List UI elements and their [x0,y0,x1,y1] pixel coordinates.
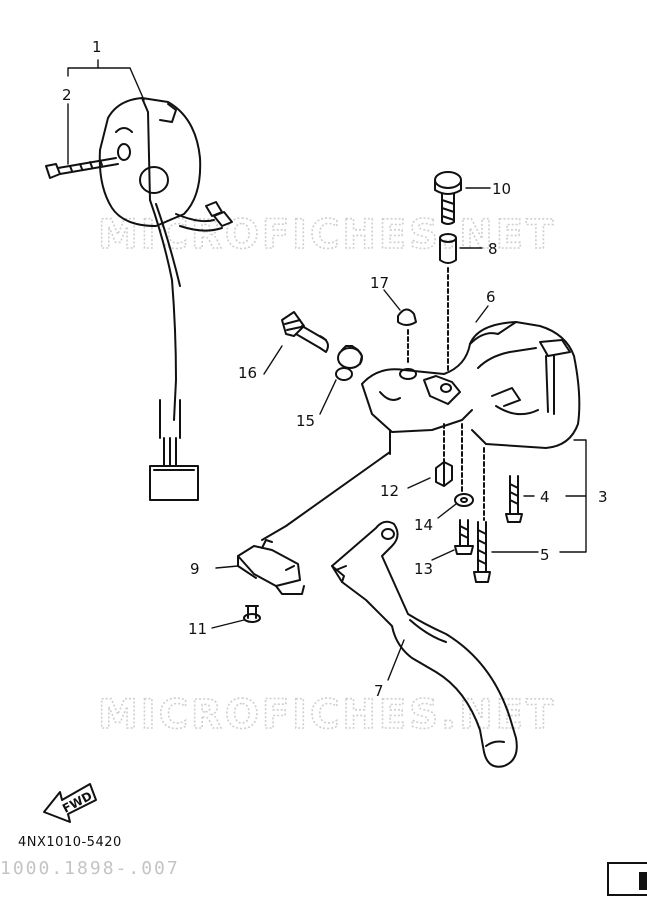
part-11-screw [243,605,261,623]
callout-10: 10 [492,180,511,198]
callout-3: 3 [598,488,608,506]
callout-13: 13 [414,560,433,578]
fwd-arrow [43,783,97,823]
callout-12: 12 [380,482,399,500]
faint-reference-text: 1000.1898-.007 [0,858,180,879]
part-10-bolt [434,171,462,225]
callouts: 1 2 3 4 5 6 7 8 9 10 11 12 13 14 15 16 1… [62,38,608,700]
fwd-label: FWD [60,789,94,816]
callout-15: 15 [296,412,315,430]
diagram-code: 4NX1010-5420 [18,835,122,850]
leader-lines [67,59,587,681]
callout-14: 14 [414,516,433,534]
callout-8: 8 [488,240,498,258]
part-9-brake-switch [237,539,305,595]
part-17-cap [397,308,417,363]
callout-5: 5 [540,546,550,564]
callout-4: 4 [540,488,550,506]
part-13-screw [454,519,474,555]
part-15-ring [335,345,363,381]
part-5-bolt [473,521,491,583]
callout-1: 1 [92,38,102,56]
part-8-collar [439,233,457,373]
callout-2: 2 [62,86,72,104]
page-corner-mark [639,872,647,890]
right-switch-housing [361,321,581,521]
callout-6: 6 [486,288,496,306]
page-corner-frame [607,862,647,896]
callout-9: 9 [190,560,200,578]
callout-16: 16 [238,364,257,382]
left-handlebar-switch [98,97,233,501]
watermark-bottom: MICROFICHES.NET [98,692,556,738]
part-12-nut [435,461,453,487]
part-4-screw [505,475,523,523]
part-2-screw [45,157,119,179]
lead-line-9 [261,451,391,541]
callout-7: 7 [374,682,384,700]
part-7-brake-lever [331,520,518,768]
part-16-adjuster [281,311,329,353]
part-14-washer [454,493,474,507]
callout-17: 17 [370,274,389,292]
callout-11: 11 [188,620,207,638]
